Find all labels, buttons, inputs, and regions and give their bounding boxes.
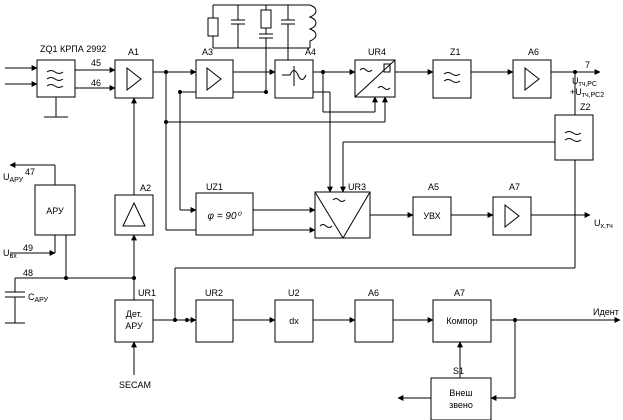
label-a3: A3 bbox=[202, 47, 213, 57]
u-out1-label: Uтч,РС bbox=[572, 76, 597, 88]
pin-49: 49 bbox=[23, 243, 33, 253]
zq1-filter-block bbox=[36, 59, 76, 98]
a4-limiter-block bbox=[274, 59, 314, 99]
label-ur2: UR2 bbox=[205, 288, 223, 298]
phase-text: φ = 90⁰ bbox=[207, 211, 242, 222]
kompor-text: Компор bbox=[446, 316, 477, 326]
ur1-detector-block bbox=[114, 299, 154, 343]
aru-text: АРУ bbox=[46, 206, 64, 216]
pin-7: 7 bbox=[585, 60, 590, 70]
secam-label: SECAM bbox=[119, 380, 151, 390]
label-z1: Z1 bbox=[450, 47, 461, 57]
a6-bottom-block bbox=[354, 299, 394, 343]
wires bbox=[5, 4, 621, 401]
det-aru-text-line1: Дет. bbox=[126, 309, 142, 319]
z2-filter-block bbox=[554, 114, 594, 161]
a1-amplifier-block bbox=[114, 59, 154, 99]
u2-differentiator-block bbox=[274, 299, 314, 343]
a5-uvx-block bbox=[412, 196, 452, 236]
label-s1: S1 bbox=[453, 366, 464, 376]
aru-block bbox=[34, 184, 76, 236]
pin-46: 46 bbox=[91, 78, 101, 88]
label-z2: Z2 bbox=[580, 102, 591, 112]
label-a6-top: A6 bbox=[528, 47, 539, 57]
kompor-block bbox=[432, 299, 492, 343]
u-out2-label: +Uтч,РС2 bbox=[570, 87, 604, 99]
label-zq1: ZQ1 КРПА 2992 bbox=[40, 44, 106, 54]
label-a1: A1 bbox=[128, 47, 139, 57]
ur3-detector-block bbox=[314, 191, 371, 239]
label-uz1: UZ1 bbox=[206, 182, 223, 192]
det-aru-text-line2: АРУ bbox=[125, 321, 143, 331]
dx-text: dx bbox=[289, 316, 299, 326]
a7-amplifier-block bbox=[492, 196, 532, 236]
pin-45: 45 bbox=[91, 58, 101, 68]
ur4-detector-block bbox=[354, 59, 396, 98]
u-vx-label: Uвх bbox=[3, 248, 17, 260]
vnesh-text-line1: Внеш bbox=[449, 388, 472, 398]
label-a2: A2 bbox=[140, 183, 151, 193]
uz1-phase-shifter-block bbox=[195, 192, 254, 236]
vnesh-zveno-block bbox=[430, 377, 492, 420]
a6-amplifier-block bbox=[512, 59, 552, 99]
u-aru-label: UАРУ bbox=[3, 172, 24, 184]
label-a7-bottom: A7 bbox=[454, 288, 465, 298]
a3-amplifier-block bbox=[195, 59, 234, 99]
pin-48: 48 bbox=[23, 268, 33, 278]
ur2-block bbox=[195, 299, 234, 343]
a2-amplifier-block bbox=[114, 194, 154, 236]
vnesh-text-line2: звено bbox=[449, 400, 473, 410]
label-a4: A4 bbox=[305, 47, 316, 57]
ident-label: Идент bbox=[593, 307, 619, 317]
label-a6-bottom: A6 bbox=[368, 288, 379, 298]
label-a7-mid: A7 bbox=[509, 182, 520, 192]
c-aru-label: CАРУ bbox=[28, 292, 49, 304]
label-u2: U2 bbox=[288, 288, 300, 298]
label-ur1: UR1 bbox=[138, 288, 156, 298]
z1-filter-block bbox=[432, 59, 472, 99]
uvx-text: УВХ bbox=[423, 211, 440, 221]
pin-47: 47 bbox=[25, 167, 35, 177]
label-a5: A5 bbox=[428, 182, 439, 192]
label-ur4: UR4 bbox=[368, 47, 386, 57]
label-ur3: UR3 bbox=[348, 182, 366, 192]
u-chrom-label: Uх,тч bbox=[594, 218, 613, 230]
